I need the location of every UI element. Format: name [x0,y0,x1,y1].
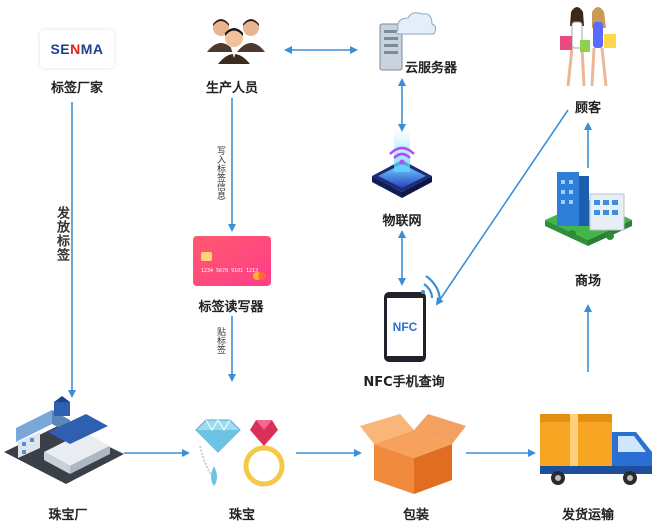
node-label-jewelry: 珠宝 [228,508,256,523]
edge-customer-nfc [435,109,569,306]
node-label-nfc-query: NFC手机查询 [363,375,445,390]
cloud-server-icon [379,12,437,71]
shipping-truck-icon [540,414,652,485]
edge-label-stick-tag: 贴标签 [215,327,225,354]
package-box-icon [360,414,466,494]
customer-shoppers-icon [560,7,616,87]
jewelry-factory-icon [4,396,124,484]
node-label-cloud: 云服务器 [404,61,458,76]
node-label-producer: 生产人员 [205,81,259,96]
node-label-customer: 顾客 [574,101,602,116]
edge-label-issue-tag: 发放标签 [54,206,69,262]
logo-text-part1: SE [50,41,71,57]
node-label-package: 包装 [402,508,430,523]
node-label-factory: 珠宝厂 [48,508,88,523]
nfc-phone-icon: NFC [384,275,442,362]
node-label-tag-rw: 标签读写器 [198,300,264,315]
edge-label-write-tag: 写入标签信息 [215,146,225,200]
node-label-shipping: 发货运输 [561,508,615,523]
edges [68,46,592,457]
mall-buildings-icon [545,172,632,246]
node-label-iot: 物联网 [382,214,422,229]
node-label-mall: 商场 [574,274,602,289]
producer-people-icon [207,19,265,64]
logo-text-part2: N [70,41,81,57]
tag-card-icon: 1234 5678 9101 1213 [193,236,271,286]
node-label-tag-vendor: 标签厂家 [50,81,104,96]
logo-text-part3: MA [80,41,104,57]
iot-chip-icon [372,128,432,198]
card-number: 1234 5678 9101 1213 [201,268,258,274]
nfc-phone-text: NFC [393,320,418,334]
jewelry-diamond-ring-icon [195,419,285,487]
